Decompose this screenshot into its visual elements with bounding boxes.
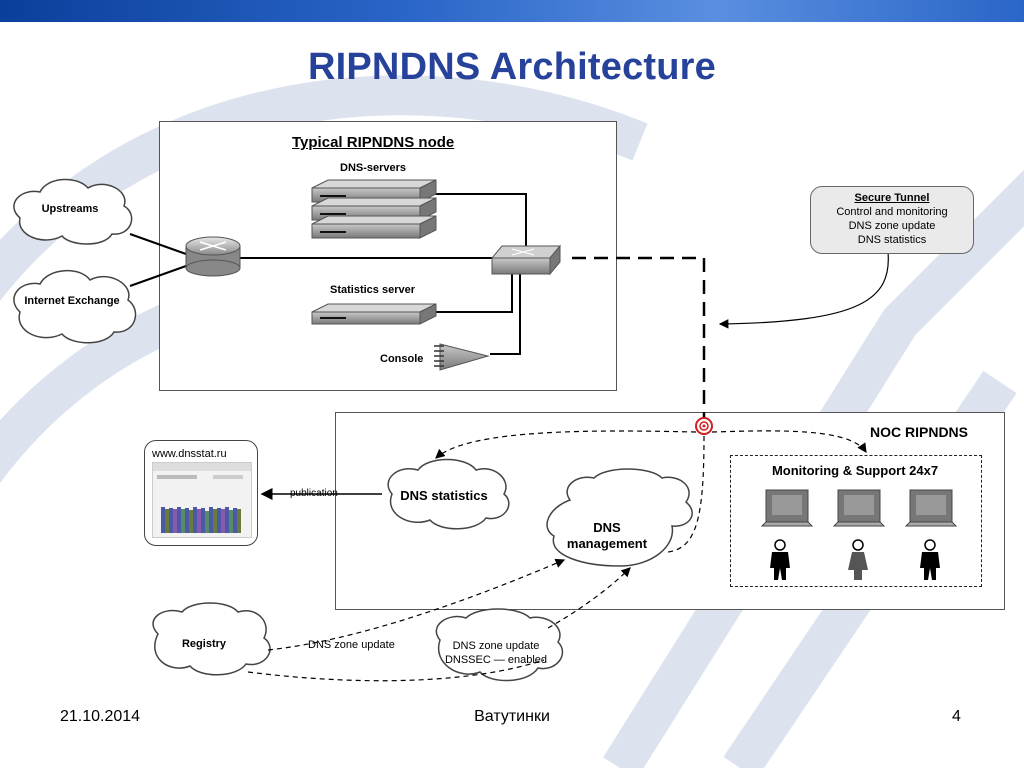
workstation-1 [760, 489, 814, 527]
console-device [434, 343, 490, 371]
registry-to-dnssec [247, 659, 545, 682]
console-label: Console [380, 353, 424, 365]
operator-woman [848, 539, 868, 580]
secure-tunnel-callout: Secure Tunnel Control and monitoring DNS… [810, 186, 974, 254]
registry-to-management [267, 558, 566, 651]
tunnel-title: Secure Tunnel [854, 192, 930, 204]
dnssec-to-management [547, 567, 631, 629]
secure-tunnel-link [572, 256, 706, 420]
operator-man-2 [920, 539, 940, 580]
dns-server-3 [311, 215, 437, 239]
tunnel-line: DNS zone update [848, 220, 936, 232]
slide-title: RIPNDNS Architecture [307, 46, 716, 88]
dnsstat-url: www.dnsstat.ru [152, 448, 227, 460]
statistics-server-label: Statistics server [330, 284, 415, 296]
dnssec-cloud [435, 608, 564, 682]
publication-label: publication [290, 488, 338, 499]
switch-icon [490, 244, 562, 276]
dns-management-label: DNS management [566, 520, 648, 551]
internet-exchange-label: Internet Exchange [24, 295, 120, 307]
dns-statistics-label: DNS statistics [400, 488, 488, 503]
top-banner [0, 0, 1024, 22]
node-wiring [129, 193, 527, 355]
workstation-3 [904, 489, 958, 527]
node-title: Typical RIPNDNS node [292, 134, 455, 151]
tunnel-callout-arrow [718, 251, 889, 329]
footer-page-number: 4 [952, 708, 961, 725]
router-icon [185, 236, 241, 277]
noc-title: NOC RIPNDNS [870, 424, 969, 440]
registry-label: Registry [181, 638, 227, 650]
registry-cloud [152, 602, 271, 676]
monitoring-frame [730, 455, 982, 587]
tunnel-line: DNS statistics [857, 234, 927, 246]
operator-man-1 [770, 539, 790, 580]
workstation-2 [832, 489, 886, 527]
dnssec-label: DNS zone update DNSSEC — enabled [444, 640, 548, 666]
upstreams-cloud [13, 178, 133, 245]
dns-servers-label: DNS-servers [340, 162, 407, 174]
upstreams-label: Upstreams [41, 203, 99, 215]
arc-to-dns-statistics [435, 430, 697, 459]
footer-place: Ватутинки [474, 708, 550, 725]
dns-zone-update-label: DNS zone update [308, 639, 395, 651]
arc-to-monitoring [711, 430, 867, 453]
statistics-server [311, 303, 437, 325]
internet-exchange-cloud [13, 269, 137, 344]
target-icon [695, 417, 713, 435]
tunnel-line: Control and monitoring [836, 206, 948, 218]
dns-statistics-cloud [387, 458, 510, 530]
dns-management-cloud [546, 468, 693, 567]
dnsstat-screenshot-thumbnail [152, 462, 252, 538]
footer-date: 21.10.2014 [60, 708, 141, 725]
monitoring-title: Monitoring & Support 24x7 [771, 463, 939, 478]
